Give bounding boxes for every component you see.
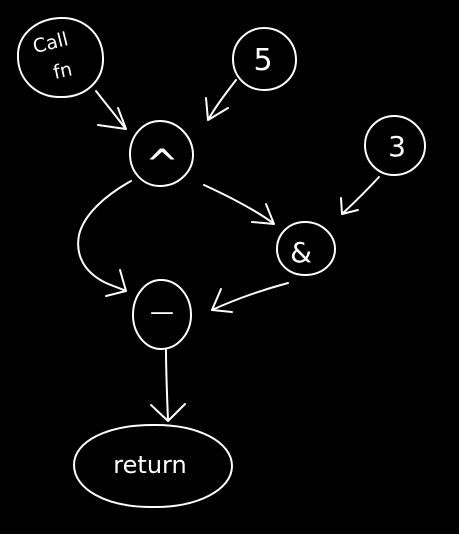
edge-callfn-to-xor-arrowhead bbox=[97, 107, 127, 130]
node-call-fn-line1: Call bbox=[31, 28, 71, 58]
node-minus-circle bbox=[132, 279, 192, 350]
node-three-circle bbox=[364, 115, 426, 176]
edge-five-to-xor-line bbox=[207, 79, 237, 121]
edge-xor-to-minus-line bbox=[77, 180, 132, 292]
node-return-label: return bbox=[113, 451, 186, 479]
edge-xor-to-minus bbox=[77, 180, 132, 297]
node-and: & bbox=[276, 221, 336, 276]
node-xor: ^ bbox=[129, 120, 194, 188]
edge-three-to-and-line bbox=[341, 176, 380, 215]
node-three-label: 3 bbox=[388, 130, 406, 163]
edge-and-to-minus bbox=[211, 282, 289, 313]
edge-xor-to-and-line bbox=[203, 184, 274, 224]
node-call-fn: Call fn bbox=[16, 16, 105, 99]
node-five-circle bbox=[232, 27, 297, 91]
node-minus: — bbox=[132, 279, 192, 350]
node-call-fn-line2: fn bbox=[51, 58, 74, 83]
node-xor-label: ^ bbox=[145, 142, 179, 188]
edge-five-to-xor-arrowhead bbox=[205, 97, 229, 121]
node-minus-label: — bbox=[150, 298, 174, 326]
edge-three-to-and bbox=[340, 176, 380, 215]
edge-three-to-and-arrowhead bbox=[340, 197, 359, 215]
node-and-label: & bbox=[290, 236, 312, 269]
edge-and-to-minus-line bbox=[211, 282, 289, 311]
edge-five-to-xor bbox=[205, 79, 237, 121]
edge-callfn-to-xor-line bbox=[95, 90, 126, 129]
node-call-fn-circle bbox=[16, 16, 105, 99]
node-three: 3 bbox=[364, 115, 426, 176]
node-five-label: 5 bbox=[253, 43, 272, 78]
edge-callfn-to-xor bbox=[95, 90, 127, 130]
edge-xor-to-and-arrowhead bbox=[251, 203, 275, 225]
edge-xor-to-and bbox=[203, 184, 275, 225]
node-five: 5 bbox=[232, 27, 297, 91]
node-xor-circle bbox=[129, 120, 194, 187]
edge-and-to-minus-arrowhead bbox=[211, 288, 233, 313]
node-return: return bbox=[73, 423, 233, 509]
edge-minus-to-return-line bbox=[165, 349, 169, 421]
node-and-circle bbox=[276, 221, 336, 276]
edge-xor-to-minus-arrowhead bbox=[105, 269, 127, 297]
edge-minus-to-return-arrowhead bbox=[150, 403, 186, 422]
node-return-ellipse bbox=[73, 423, 233, 509]
edge-minus-to-return bbox=[150, 349, 186, 422]
